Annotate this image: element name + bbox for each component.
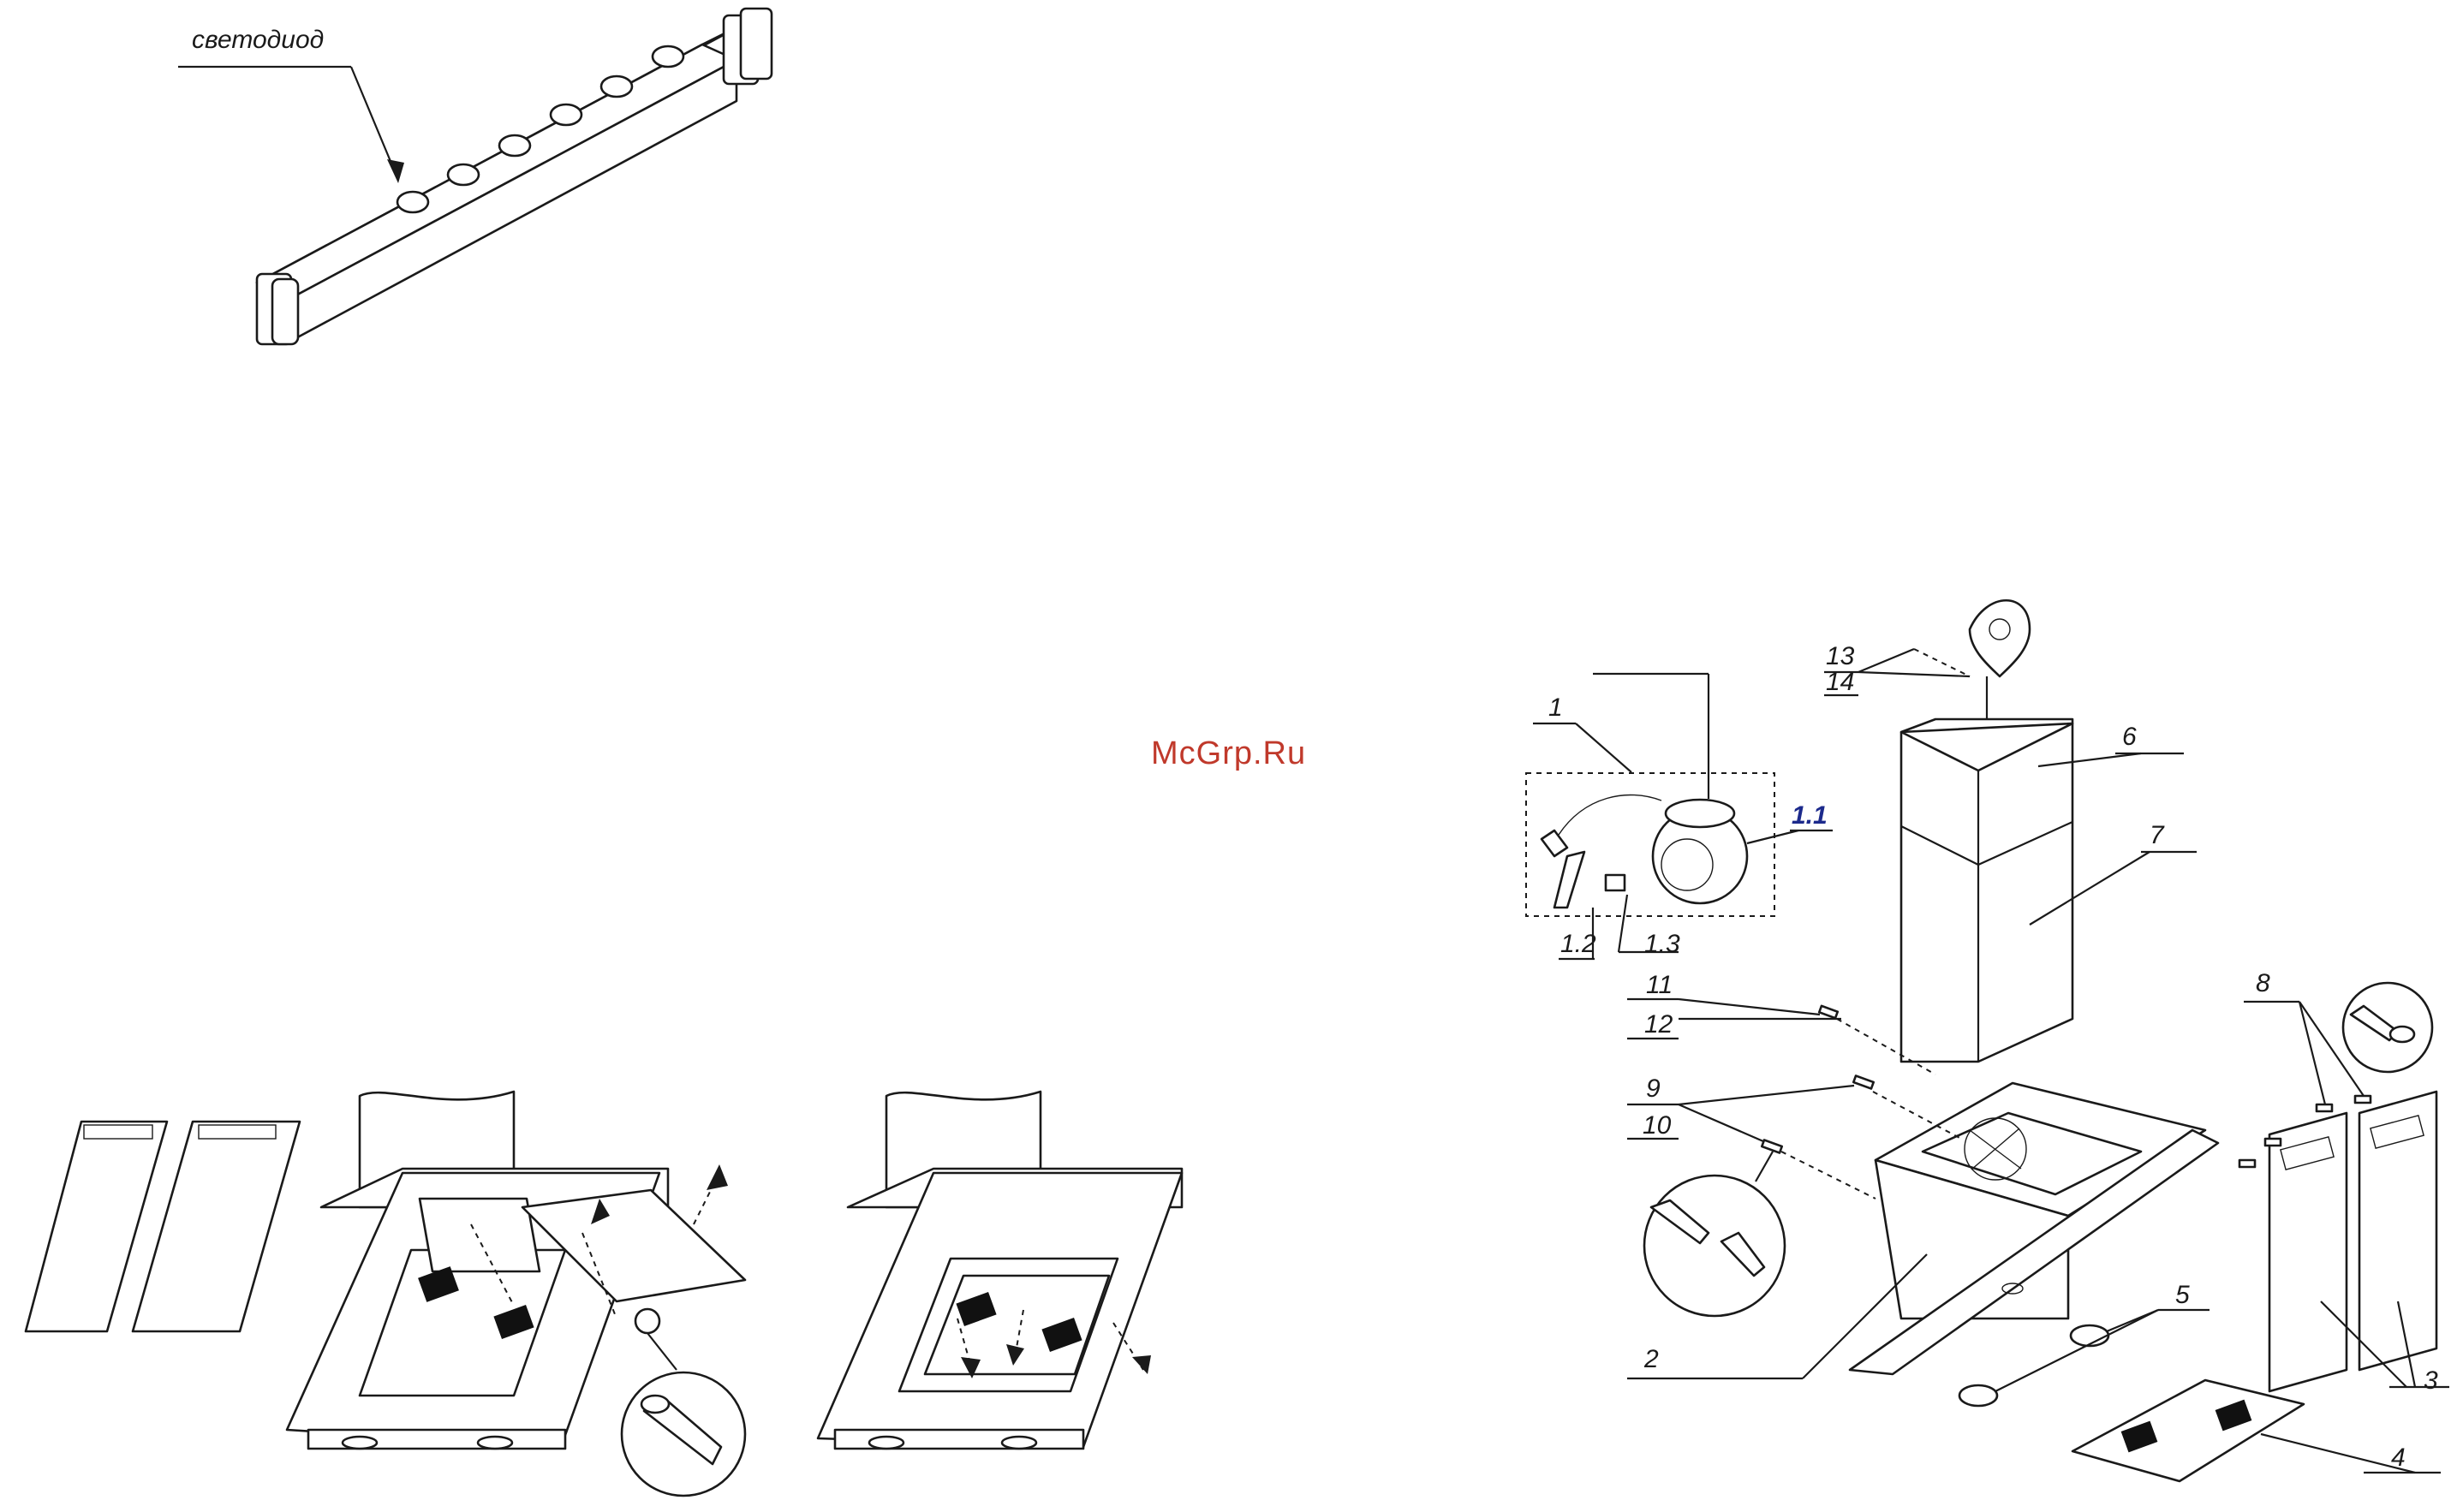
label-13: 13	[1826, 642, 1855, 670]
screw-8b	[2355, 1096, 2371, 1103]
leader-1-1	[1747, 830, 1798, 843]
control-button-5	[653, 46, 683, 67]
leader-13	[1858, 649, 1914, 672]
label-3: 3	[2424, 1366, 2438, 1395]
motor-power-cord	[1559, 795, 1661, 835]
anchor-detail-leader	[1756, 1152, 1773, 1182]
mounting-bracket-plate	[1970, 600, 2030, 676]
control-button-4	[601, 76, 632, 97]
screw-9-axis	[1873, 1092, 1961, 1139]
label-7: 7	[2150, 821, 2165, 849]
motor-bracket-1-2	[1554, 852, 1584, 908]
hood-1-light-right	[478, 1437, 512, 1449]
control-button-1	[448, 164, 479, 185]
led-indicator	[397, 192, 428, 212]
carbon-filter-3-left	[2269, 1113, 2347, 1391]
hood-1-light-left	[343, 1437, 377, 1449]
chimney-upper-cover-6	[1901, 719, 2072, 1062]
exploded-assembly-drawing: 1.2 1.3 1.1 1 13 14 6 7	[1526, 600, 2449, 1481]
knob-5-lower	[1959, 1385, 1997, 1406]
label-12: 12	[1644, 1010, 1673, 1039]
screw-11	[1819, 1006, 1838, 1018]
hood-filter-removal-view-1	[287, 1092, 745, 1496]
label-2: 2	[1643, 1345, 1659, 1373]
hood-1-detail-leader	[647, 1333, 677, 1370]
label-1-3: 1.3	[1644, 930, 1680, 958]
grease-filter-4	[2072, 1380, 2304, 1481]
hood-filter-removal-view-2	[818, 1092, 1182, 1449]
label-5: 5	[2175, 1281, 2190, 1309]
wing-screw-head-icon	[641, 1396, 669, 1413]
label-8: 8	[2256, 969, 2270, 997]
led-arrowhead	[387, 159, 404, 183]
leader-8a	[2299, 1002, 2325, 1104]
motor-plug	[1542, 830, 1567, 856]
screw-8d	[2239, 1160, 2255, 1167]
hood-2-light-right	[1002, 1437, 1036, 1449]
leader-9	[1679, 1086, 1854, 1104]
led-callout-label: светодиод	[192, 26, 324, 54]
hood-2-light-left	[869, 1437, 903, 1449]
leader-11	[1679, 999, 1820, 1015]
label-10: 10	[1643, 1111, 1672, 1140]
wall-anchor-detail-circle	[1644, 1176, 1785, 1316]
screw-10	[1762, 1140, 1781, 1152]
control-panel-end-roller-right	[741, 9, 772, 79]
screw-13-axis	[1914, 649, 1970, 676]
leader-1	[1576, 723, 1631, 772]
screw-10-axis	[1781, 1152, 1876, 1199]
control-panel-side-face	[291, 60, 737, 341]
screw-9	[1853, 1075, 1873, 1088]
leader-14	[1858, 672, 1970, 676]
label-1-1: 1.1	[1792, 801, 1828, 830]
hood-2-arrow-3	[1132, 1355, 1151, 1374]
leader-10	[1679, 1104, 1777, 1147]
leader-1-3	[1619, 895, 1627, 952]
motor-capacitor-1-3	[1606, 875, 1625, 890]
label-1-2: 1.2	[1560, 930, 1596, 958]
label-4: 4	[2391, 1444, 2406, 1472]
label-6: 6	[2122, 723, 2137, 751]
control-panel-end-roller-left	[272, 279, 298, 344]
hood-1-arrow-up	[707, 1164, 728, 1190]
knob-5-upper	[2071, 1325, 2108, 1346]
screw-8a	[2317, 1104, 2332, 1111]
label-1: 1	[1548, 693, 1563, 722]
control-panel-drawing: светодиод	[178, 9, 772, 344]
screw-8c	[2265, 1139, 2281, 1146]
hood-1-detail-marker	[635, 1309, 659, 1333]
leader-5b	[1995, 1310, 2158, 1391]
label-14: 14	[1826, 668, 1854, 696]
carbon-filter-3-right	[2359, 1092, 2436, 1370]
control-panel-front-face	[257, 45, 737, 298]
control-button-3	[551, 104, 581, 125]
hood-1-tilted-filter	[420, 1199, 540, 1271]
control-button-2	[499, 135, 530, 156]
grease-filters-drawing	[26, 1122, 300, 1331]
motor-outlet-collar	[1666, 800, 1734, 827]
watermark: McGrp.Ru	[1151, 735, 1306, 771]
wing-screw-8-head-icon	[2390, 1027, 2414, 1042]
label-9: 9	[1646, 1074, 1661, 1103]
label-11: 11	[1646, 971, 1673, 999]
